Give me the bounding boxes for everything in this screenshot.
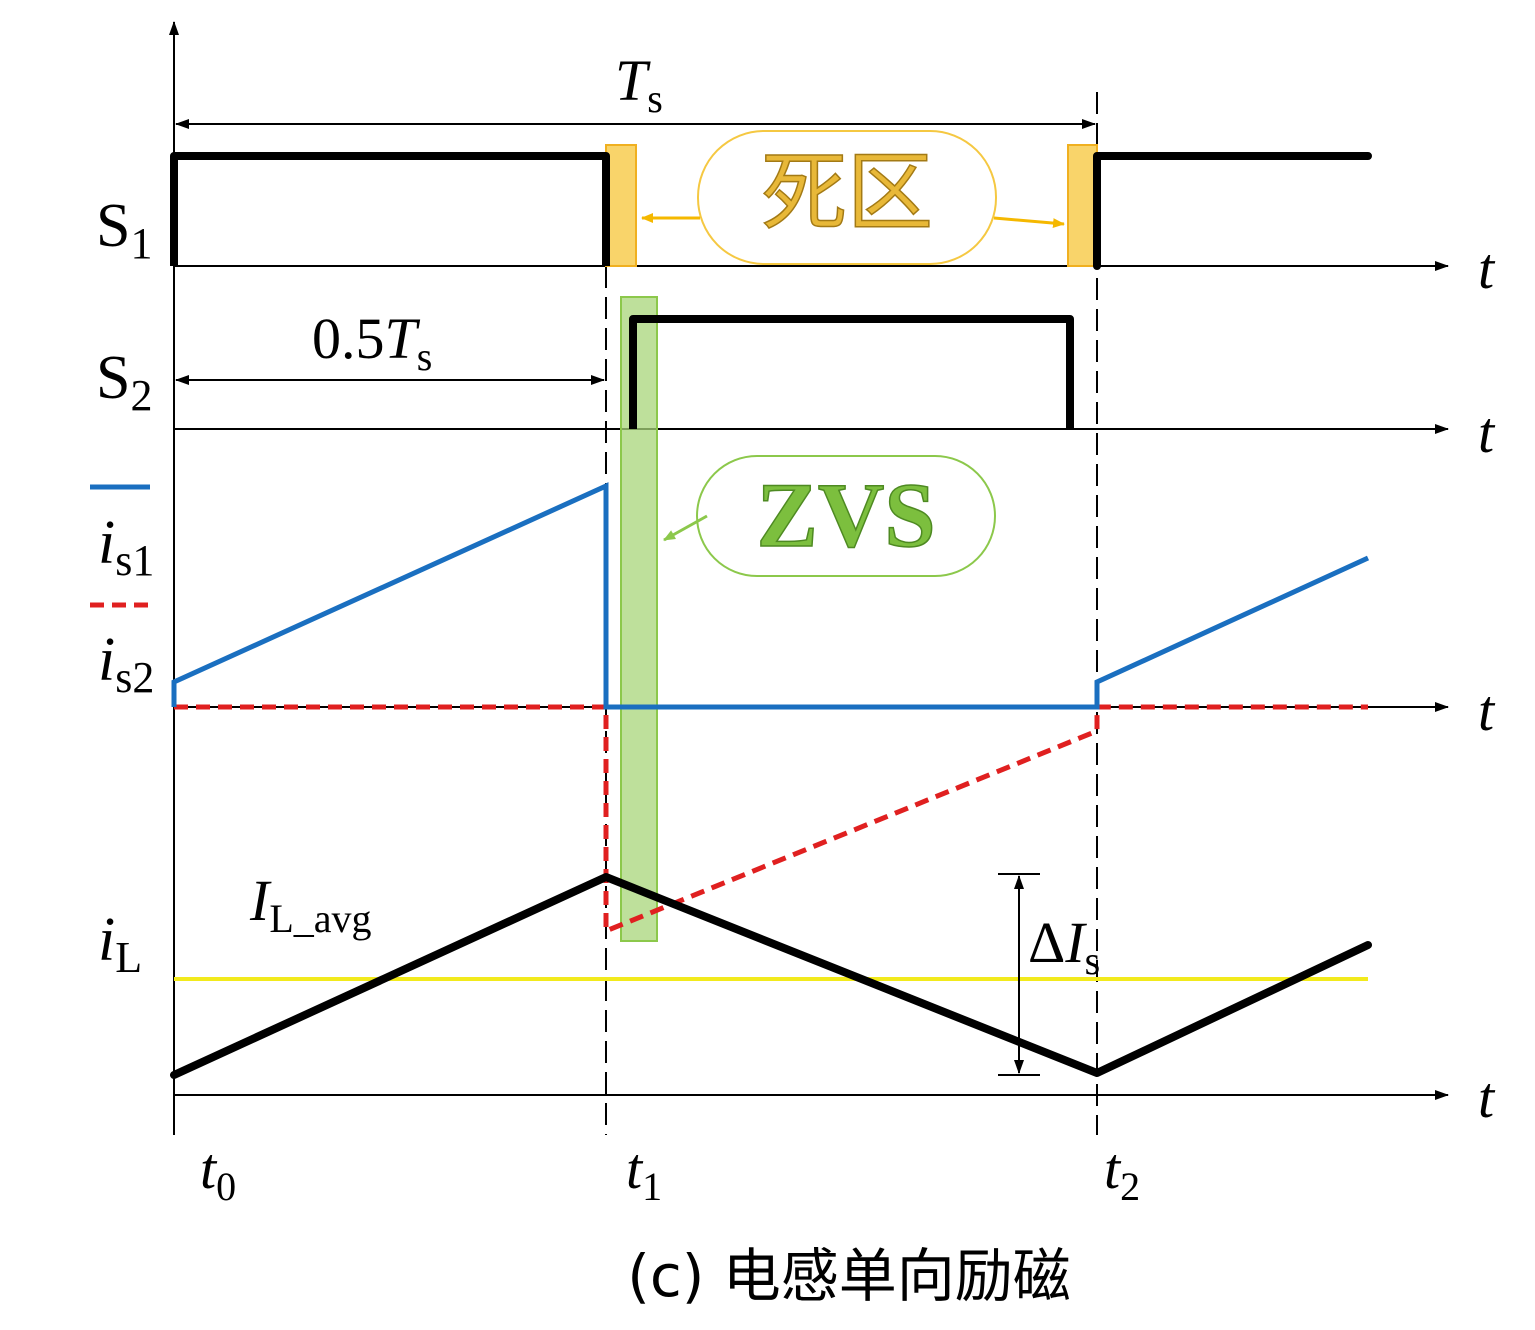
s1-waveform — [170, 152, 610, 266]
is1-label: is1 — [98, 509, 154, 585]
is2-waveform — [174, 704, 1368, 935]
delta-is-label: ΔIs — [1028, 910, 1100, 983]
dead-zone-bar-right — [1067, 144, 1098, 267]
figure-caption: (c) 电感单向励磁 — [627, 1242, 1071, 1310]
zvs-callout — [696, 455, 996, 577]
s2-axis-t-label: t — [1478, 400, 1496, 465]
s1-axis-t-label: t — [1478, 236, 1496, 301]
s2-label: S2 — [96, 344, 152, 420]
is1-waveform — [171, 482, 1370, 710]
il-axis-t-label: t — [1478, 1065, 1496, 1130]
half-ts-label: 0.5Ts — [312, 306, 432, 379]
is-axis-t-label: t — [1478, 678, 1496, 743]
dead-zone-bar-left — [605, 144, 637, 267]
is2-label: is2 — [98, 626, 154, 702]
t0-label: t0 — [200, 1136, 236, 1209]
dead-zone-callout — [697, 130, 997, 265]
s1-label: S1 — [96, 192, 152, 268]
dead-zone-arrow-right — [993, 216, 1065, 229]
il-waveform — [170, 873, 1372, 1079]
zvs-label: ZVS — [757, 464, 936, 566]
ts-label: Ts — [615, 48, 663, 121]
t2-label: t2 — [1104, 1136, 1140, 1209]
s1-waveform-next — [1093, 152, 1372, 270]
il-avg-label: IL_avg — [249, 868, 372, 941]
dead-zone-label: 死区 — [761, 143, 933, 243]
s2-waveform — [629, 315, 1074, 429]
il-label: iL — [98, 906, 142, 982]
zvs-bar — [620, 296, 658, 942]
t1-label: t1 — [626, 1136, 662, 1209]
zvs-arrow — [663, 514, 708, 542]
